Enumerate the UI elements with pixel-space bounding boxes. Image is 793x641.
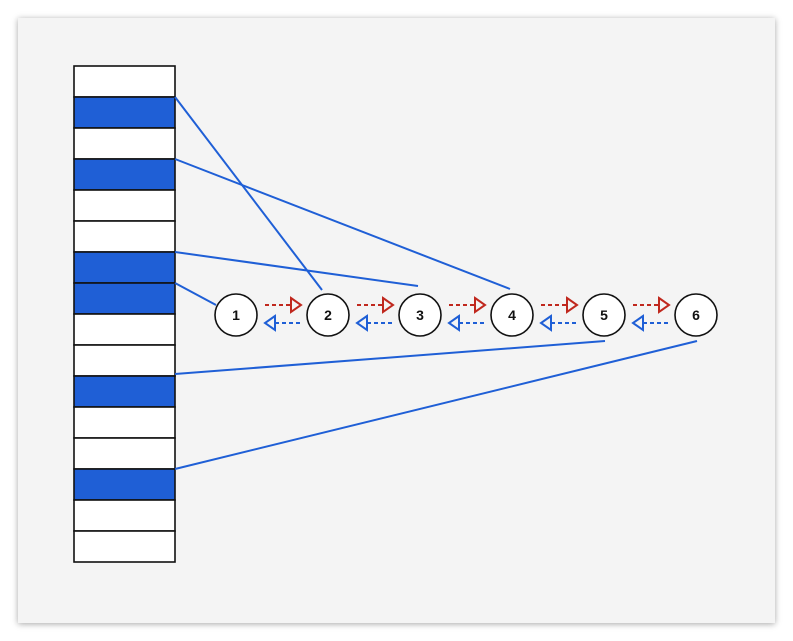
node-label: 3 <box>416 307 424 323</box>
memory-slot-filled <box>73 468 176 501</box>
node-label: 1 <box>232 307 240 323</box>
memory-slot-empty <box>73 189 176 222</box>
linked-list-memory-diagram: 1 2 3 4 5 6 <box>73 65 718 563</box>
pointer-line-node-4 <box>174 158 511 290</box>
node-circle <box>490 293 534 337</box>
prev-arrow-head <box>263 314 276 332</box>
list-node-5: 5 <box>582 293 626 337</box>
list-node-3: 3 <box>398 293 442 337</box>
list-node-1: 1 <box>214 293 258 337</box>
node-label: 2 <box>324 307 332 323</box>
prev-arrow-head <box>631 314 644 332</box>
next-arrow-head <box>566 296 579 314</box>
node-circle <box>674 293 718 337</box>
next-arrow-head <box>658 296 671 314</box>
prev-arrow-head <box>355 314 368 332</box>
link-arrows <box>263 296 671 332</box>
list-node-6: 6 <box>674 293 718 337</box>
prev-arrow-head <box>447 314 460 332</box>
next-arrow-head <box>290 296 303 314</box>
pointer-lines <box>174 96 698 470</box>
memory-slot-filled <box>73 96 176 129</box>
node-circle <box>398 293 442 337</box>
memory-slot-empty <box>73 220 176 253</box>
node-circle <box>582 293 626 337</box>
list-nodes: 1 2 3 4 5 6 <box>214 293 718 337</box>
memory-slot-empty <box>73 65 176 98</box>
memory-slot-filled <box>73 158 176 191</box>
pointer-line-node-5 <box>174 340 606 375</box>
memory-slot-empty <box>73 344 176 377</box>
next-arrow-head <box>474 296 487 314</box>
node-circle <box>306 293 350 337</box>
node-label: 5 <box>600 307 608 323</box>
node-label: 4 <box>508 307 516 323</box>
list-node-2: 2 <box>306 293 350 337</box>
memory-slot-empty <box>73 406 176 439</box>
prev-arrow-head <box>539 314 552 332</box>
pointer-line-node-3 <box>174 251 419 287</box>
memory-slot-empty <box>73 530 176 563</box>
list-node-4: 4 <box>490 293 534 337</box>
memory-slot-empty <box>73 127 176 160</box>
node-label: 6 <box>692 307 700 323</box>
diagram-canvas: 1 2 3 4 5 6 <box>18 18 775 623</box>
pointer-line-node-6 <box>174 340 698 470</box>
node-circle <box>214 293 258 337</box>
memory-slot-filled <box>73 375 176 408</box>
next-arrow-head <box>382 296 395 314</box>
pointer-line-node-2 <box>174 96 323 291</box>
memory-slot-empty <box>73 313 176 346</box>
memory-slot-empty <box>73 437 176 470</box>
pointer-line-node-1 <box>174 282 217 306</box>
memory-array <box>73 65 176 563</box>
memory-slot-empty <box>73 499 176 532</box>
memory-slot-filled <box>73 251 176 284</box>
memory-slot-filled <box>73 282 176 315</box>
